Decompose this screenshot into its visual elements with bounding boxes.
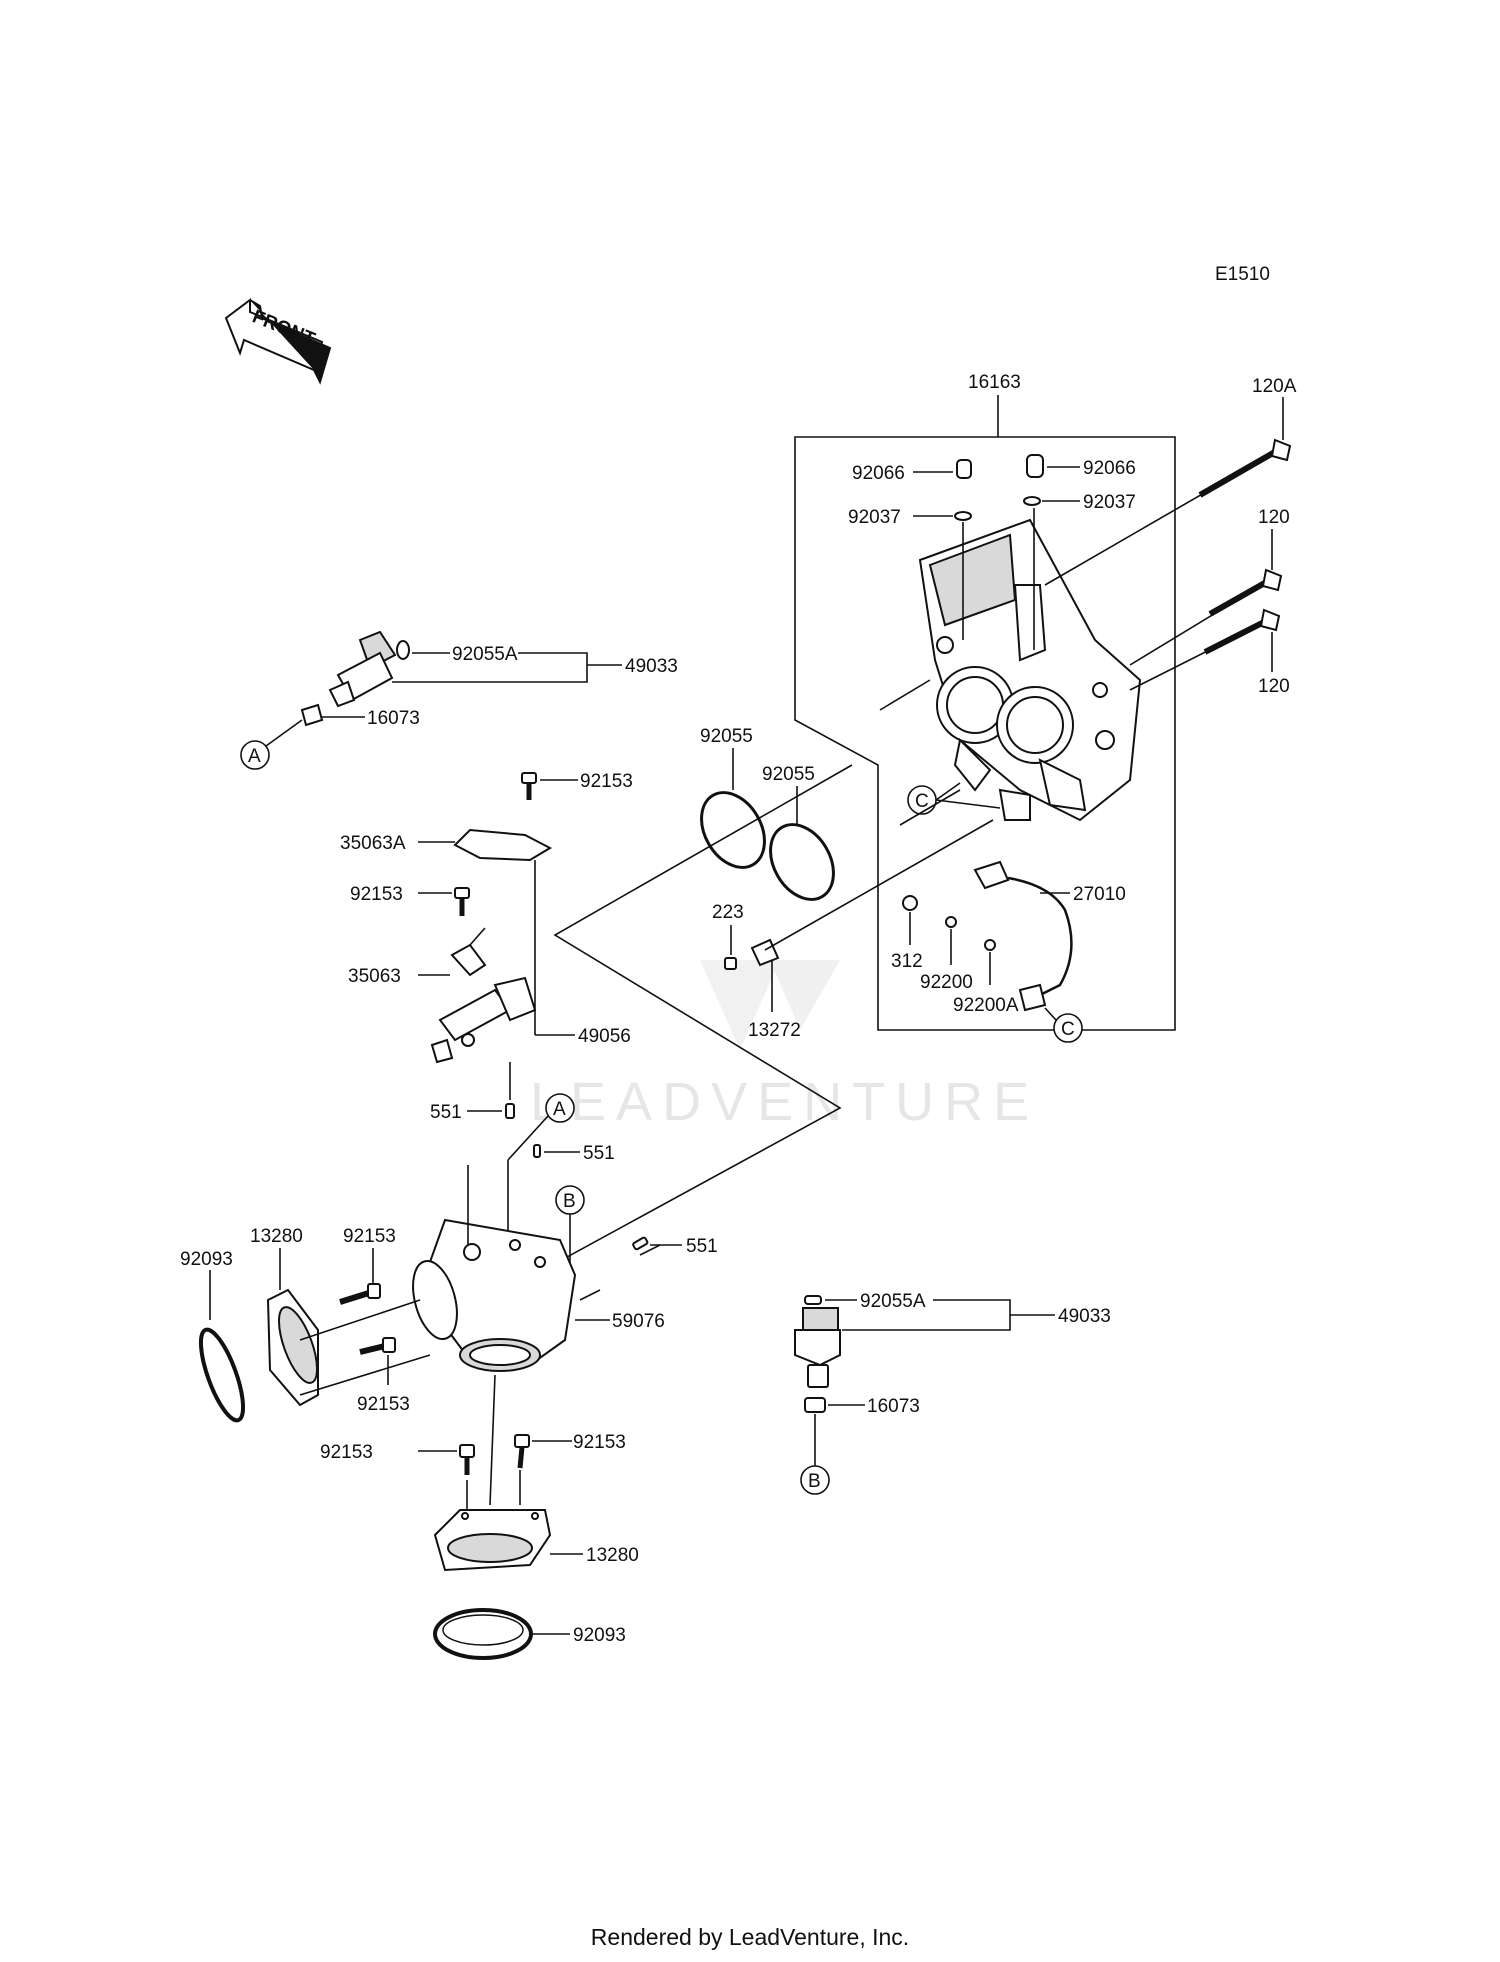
o-ring-92055-right	[769, 823, 835, 901]
part-label-35063: 35063	[348, 966, 401, 987]
throttle-body	[918, 518, 1142, 822]
part-label-551-b: 551	[583, 1143, 615, 1164]
throttle-body-assembly-box	[794, 395, 1176, 1031]
part-label-92200A: 92200A	[953, 995, 1019, 1016]
part-label-92153-e: 92153	[320, 1442, 373, 1463]
bolt-92153-c	[339, 1283, 381, 1305]
part-label-16073-right: 16073	[867, 1396, 920, 1417]
pin-551-c	[632, 1236, 649, 1251]
bolt-92153-f	[514, 1434, 530, 1469]
bolt-120-lower	[1129, 608, 1281, 691]
ref-circle-c-lower: C	[1053, 1013, 1083, 1043]
part-label-16163: 16163	[968, 372, 1021, 393]
diagram-id: E1510	[1215, 264, 1270, 285]
part-label-92055A-right: 92055A	[860, 1291, 926, 1312]
ref-circle-b-right: B	[800, 1465, 830, 1495]
part-label-27010: 27010	[1073, 884, 1126, 905]
nut-312	[902, 895, 918, 911]
part-label-35063A: 35063A	[340, 833, 406, 854]
ref-circle-a-mid: A	[545, 1093, 575, 1123]
part-label-92037-right: 92037	[1083, 492, 1136, 513]
ring-92037-right	[1023, 496, 1041, 506]
ref-circle-c-upper: C	[907, 785, 937, 815]
footer-credit: Rendered by LeadVenture, Inc.	[590, 1924, 910, 1950]
bolt-92153-a	[521, 772, 537, 800]
part-label-551-c: 551	[686, 1236, 718, 1257]
part-label-13280-left: 13280	[250, 1226, 303, 1247]
holder-13280-left	[266, 1288, 319, 1407]
part-label-92055A-top: 92055A	[452, 644, 518, 665]
part-label-92055-left: 92055	[700, 726, 753, 747]
part-label-92153-d: 92153	[357, 1394, 410, 1415]
pin-551-a	[505, 1103, 515, 1119]
part-label-312: 312	[891, 951, 923, 972]
part-label-120-lower: 120	[1258, 676, 1290, 697]
bracket-35063A	[453, 828, 553, 862]
bolt-92153-b	[454, 887, 470, 916]
washer-92200A	[984, 939, 996, 951]
assembly-lines-center	[469, 679, 994, 1311]
holder-13280-bottom	[433, 1509, 552, 1572]
part-label-92066-right: 92066	[1083, 458, 1136, 479]
part-label-49033-right: 49033	[1058, 1306, 1111, 1327]
screw-223	[724, 957, 737, 970]
part-label-223: 223	[712, 902, 744, 923]
fuel-injector-49033-right	[794, 1295, 841, 1388]
ring-92037-left	[954, 511, 972, 521]
part-label-551-a: 551	[430, 1102, 462, 1123]
fuel-injector-49033-top	[328, 630, 410, 708]
cap-92066-right	[1026, 454, 1044, 478]
bolt-92153-d	[359, 1337, 396, 1355]
watermark-logo	[700, 960, 840, 1050]
fuel-pipe-49056	[430, 976, 537, 1064]
part-label-120A: 120A	[1252, 376, 1297, 397]
ring-92093-left	[198, 1327, 246, 1423]
ref-circle-a-top: A	[240, 740, 270, 770]
sensor-27010	[973, 860, 1073, 1012]
cap-16073-top	[300, 703, 324, 727]
svg-text:A: A	[553, 1099, 566, 1120]
part-label-49056: 49056	[578, 1026, 631, 1047]
part-label-92093-bottom: 92093	[573, 1625, 626, 1646]
part-label-92200: 92200	[920, 972, 973, 993]
washer-92200	[945, 916, 957, 928]
part-label-92055-right: 92055	[762, 764, 815, 785]
part-label-92037-left: 92037	[848, 507, 901, 528]
bolt-120A	[1044, 438, 1292, 586]
svg-text:B: B	[563, 1191, 576, 1212]
bolt-120-upper	[1129, 568, 1283, 666]
pin-551-b	[533, 1144, 541, 1158]
part-label-13272: 13272	[748, 1020, 801, 1041]
bolt-92153-e	[459, 1444, 475, 1475]
cap-92066-left	[956, 459, 972, 479]
part-label-13280-bottom: 13280	[586, 1545, 639, 1566]
svg-text:C: C	[1061, 1019, 1075, 1040]
svg-text:C: C	[915, 791, 929, 812]
watermark: LEADVENTURE	[530, 1072, 1039, 1132]
part-label-92153-f: 92153	[573, 1432, 626, 1453]
front-arrow-icon: FRONT	[224, 298, 332, 385]
svg-text:A: A	[248, 746, 261, 767]
cap-16073-right	[804, 1397, 826, 1413]
part-label-92093-left: 92093	[180, 1249, 233, 1270]
svg-text:B: B	[808, 1471, 821, 1492]
intake-adapter-59076	[412, 1218, 577, 1372]
part-label-120-upper: 120	[1258, 507, 1290, 528]
part-label-16073-top: 16073	[367, 708, 420, 729]
o-ring-92055-left	[700, 791, 766, 869]
part-label-92153-b: 92153	[350, 884, 403, 905]
part-label-92153-a: 92153	[580, 771, 633, 792]
part-label-49033-top: 49033	[625, 656, 678, 677]
ring-92093-bottom	[433, 1608, 533, 1660]
part-label-92066-left: 92066	[852, 463, 905, 484]
part-label-59076: 59076	[612, 1311, 665, 1332]
bracket-35063	[450, 927, 487, 977]
ref-circle-b-mid: B	[555, 1185, 585, 1215]
part-label-92153-c: 92153	[343, 1226, 396, 1247]
